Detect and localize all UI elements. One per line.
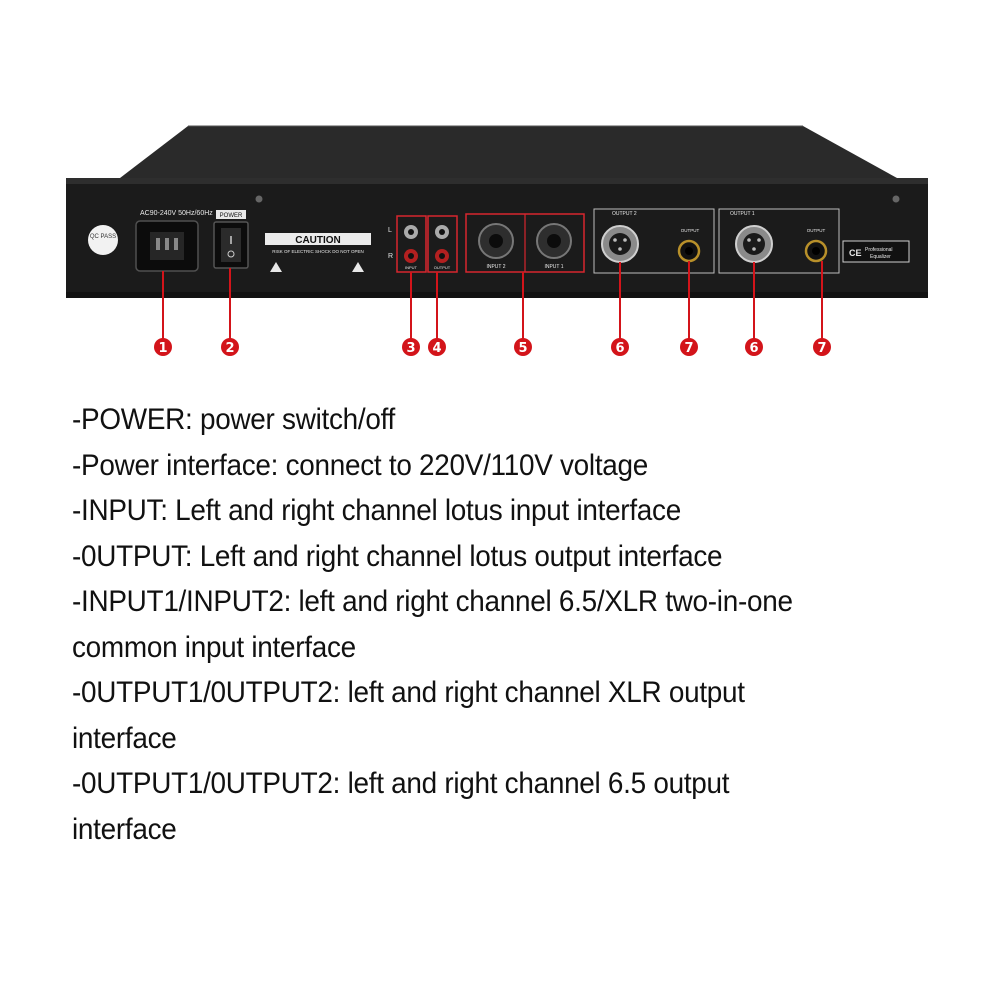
description-line: interface (72, 812, 177, 846)
callout-marker-number: 3 (406, 341, 415, 356)
combo-input-1 (536, 223, 572, 259)
description-line: -0UTPUT: Left and right channel lotus ou… (72, 539, 723, 573)
rca-output-callout (427, 215, 458, 273)
description-line: -0UTPUT1/0UTPUT2: left and right channel… (72, 767, 730, 800)
jack-output-2-label: OUTPUT (681, 228, 700, 233)
callout-markers: 1 2 3 4 5 6 7 6 7 (154, 261, 831, 356)
device-rear-panel-figure: QC PASS AC90-240V 50Hz/60Hz POWER CAUTIO… (66, 125, 928, 356)
rca-input-jacks (404, 225, 418, 263)
jack-output-2 (677, 239, 701, 263)
callout-marker-number: 6 (615, 341, 624, 356)
description-line: -POWER: power switch/off (72, 403, 396, 436)
output1-label: OUTPUT 1 (730, 211, 755, 217)
callout-marker-circle (221, 338, 239, 356)
rca-output-jacks (435, 225, 449, 263)
jack-output-1-label: OUTPUT (807, 228, 826, 233)
input1-label: INPUT 1 (544, 264, 563, 270)
ce-label: CE (849, 248, 862, 258)
voltage-label: AC90-240V 50Hz/60Hz (140, 210, 213, 217)
model-label-1: Professional (865, 247, 893, 253)
description-line: -Power interface: connect to 220V/110V v… (72, 448, 649, 482)
combo-input-2 (478, 223, 514, 259)
callout-marker-number: 7 (817, 341, 826, 356)
description-line: -0UTPUT1/0UTPUT2: left and right channel… (72, 676, 745, 709)
callout-marker-number: 2 (225, 341, 234, 356)
description-line: interface (72, 721, 177, 755)
feature-description-list: -POWER: power switch/off -Power interfac… (72, 397, 909, 852)
xlr-output-1 (735, 225, 773, 263)
rca-right-label: R (388, 253, 393, 260)
callout-marker-number: 1 (158, 341, 167, 356)
model-label-2: Equalizer (870, 254, 891, 260)
input2-label: INPUT 2 (486, 264, 505, 270)
xlr-output-2 (601, 225, 639, 263)
jack-output-1 (804, 239, 828, 263)
callout-marker-circle (680, 338, 698, 356)
callout-marker-circle (402, 338, 420, 356)
callout-marker-circle (611, 338, 629, 356)
rca-output-label: OUTPUT (434, 265, 451, 270)
callout-marker-number: 6 (749, 341, 758, 356)
caution-label: CAUTION RISK OF ELECTRIC SHOCK DO NOT OP… (265, 233, 371, 272)
output2-label: OUTPUT 2 (612, 211, 637, 217)
description-line: common input interface (72, 630, 356, 664)
power-socket (135, 220, 199, 272)
power-label: POWER (220, 213, 243, 219)
ce-model-sticker: CE Professional Equalizer (842, 240, 910, 263)
warning-icon (270, 262, 282, 272)
rca-left-label: L (388, 227, 392, 234)
description-line: -INPUT: Left and right channel lotus inp… (72, 494, 681, 527)
qc-pass-sticker: QC PASS (88, 225, 118, 255)
chassis-top (120, 126, 897, 178)
callout-marker-number: 7 (684, 341, 693, 356)
caution-title: CAUTION (295, 235, 341, 246)
callout-marker-circle (813, 338, 831, 356)
callout-marker-circle (514, 338, 532, 356)
qc-label: QC PASS (90, 234, 116, 240)
callout-marker-number: 4 (432, 341, 441, 356)
rca-input-label: INPUT (405, 265, 418, 270)
caution-text: RISK OF ELECTRIC SHOCK DO NOT OPEN (272, 249, 363, 254)
callout-marker-circle (154, 338, 172, 356)
callout-marker-number: 5 (518, 341, 527, 356)
callout-marker-circle (745, 338, 763, 356)
callout-marker-circle (428, 338, 446, 356)
warning-icon (352, 262, 364, 272)
description-line: -INPUT1/INPUT2: left and right channel 6… (72, 585, 793, 618)
power-switch (213, 221, 249, 269)
